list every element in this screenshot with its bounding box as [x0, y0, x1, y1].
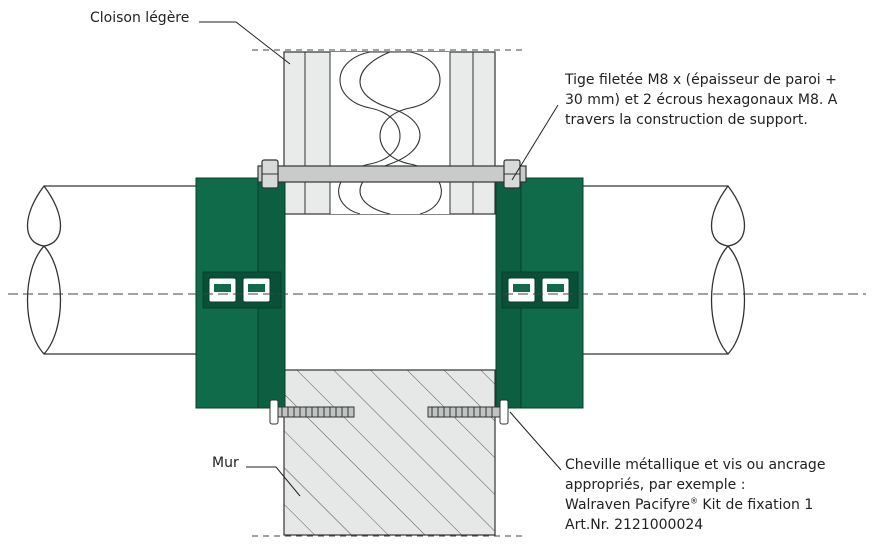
threaded-rod: [257, 159, 527, 189]
pipe-left: [26, 185, 196, 355]
anchor-left: [269, 399, 355, 425]
leader-cloison: [199, 21, 291, 65]
label-anchor-line3: Walraven Pacifyre® Kit de fixation 1: [565, 495, 825, 515]
lightweight-partition: [283, 51, 496, 215]
label-anchor-brand: Walraven Pacifyre: [565, 497, 690, 513]
leader-lines: [199, 21, 562, 497]
wall-boundary-lines: [252, 49, 525, 537]
label-anchor-kit: Kit de fixation 1: [697, 497, 814, 513]
label-anchor-line1: Cheville métallique et vis ou ancrage: [565, 457, 826, 473]
label-mur: Mur: [212, 455, 239, 471]
masonry-wall: [283, 369, 496, 536]
fire-collar-right: [495, 177, 584, 409]
leader-cheville: [509, 411, 562, 471]
label-anchor: Cheville métallique et vis ou ancrage ap…: [565, 455, 825, 535]
leader-mur: [246, 466, 301, 497]
registered-mark: ®: [689, 496, 698, 506]
label-threaded-rod-line3: travers la construction de support.: [565, 112, 808, 128]
label-anchor-line2: appropriés, par exemple :: [565, 477, 746, 493]
label-threaded-rod-line1: Tige filetée M8 x (épaisseur de paroi +: [565, 72, 837, 88]
label-cloison-legere: Cloison légère: [90, 10, 190, 26]
leader-tige: [511, 104, 559, 181]
label-threaded-rod: Tige filetée M8 x (épaisseur de paroi + …: [565, 70, 837, 130]
label-threaded-rod-line2: 30 mm) et 2 écrous hexagonaux M8. A: [565, 92, 838, 108]
fire-collar-left: [195, 177, 286, 409]
anchor-right: [427, 399, 509, 425]
pipe-right: [583, 185, 746, 355]
label-anchor-line4: Art.Nr. 2121000024: [565, 517, 704, 533]
